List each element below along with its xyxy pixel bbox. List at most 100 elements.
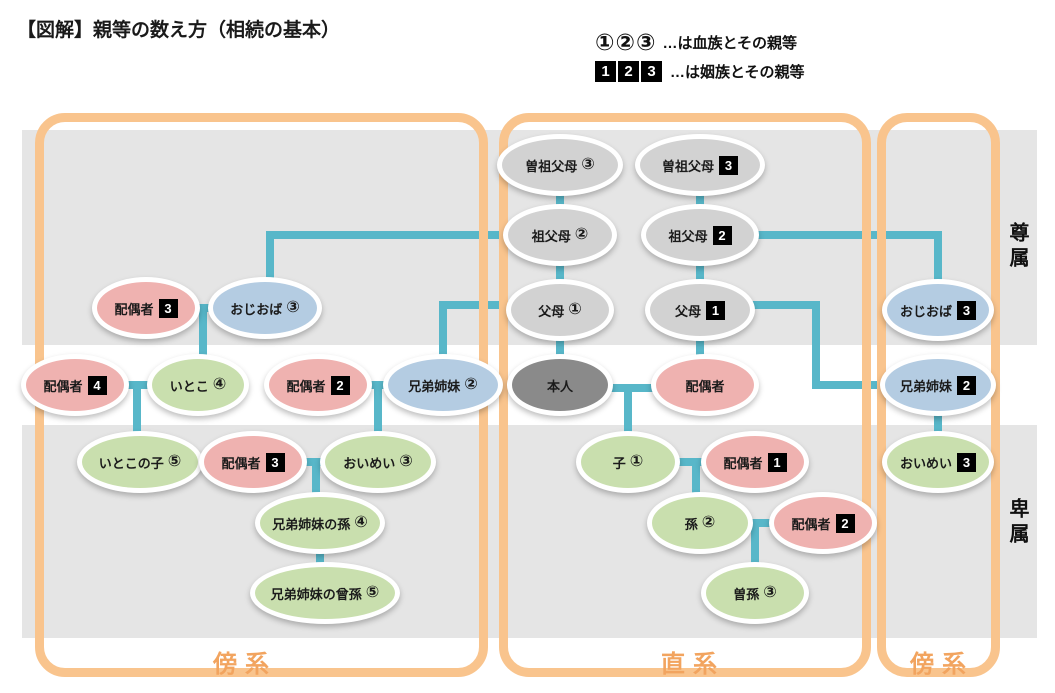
connector-line [266,231,506,239]
label-descendants: 卑属 [1006,498,1028,548]
connector-line [316,551,324,564]
node-label: いとこの子 [98,455,164,471]
node-label: 配偶者 [791,516,831,532]
legend: ① ② ③ …は血族とその親等 1 2 3 …は姻族とその親等 [595,28,805,86]
degree-circle-marker: ② [701,514,716,531]
collateral-right-box [877,113,1000,677]
degree-square-marker: 3 [158,298,178,318]
node-label: 子 [612,455,626,471]
node-label: 孫 [684,516,698,532]
node-label: おじおば [230,301,283,317]
degree-circle-marker: ① [629,453,644,470]
node-label: 配偶者 [43,378,83,394]
legend-affinity-row: 1 2 3 …は姻族とその親等 [595,57,805,86]
connector-line [312,458,320,495]
degree-circle-marker: ③ [581,156,595,173]
degree-square-marker: 3 [957,300,976,320]
label-collateral-left: 傍系 [213,651,277,678]
connector-line [199,304,207,359]
connector-line [752,231,942,239]
connector-line [812,301,820,389]
connector-line [678,458,705,466]
square-number-icon: 1 [595,61,616,82]
connector-line [750,519,773,527]
connector-line [696,339,704,356]
node-label: 配偶者 [723,455,763,471]
connector-line [439,301,447,357]
node-label: 兄弟姉妹 [408,378,461,394]
node-parents-inlaw: 父母 1 [645,279,755,341]
node-label: 祖父母 [531,228,571,244]
node-label: おじおば [899,303,952,319]
label-direct-line: 直系 [661,651,725,678]
degree-square-marker: 2 [835,513,855,533]
connector-line [556,264,564,281]
legend-affinity-text: …は姻族とその親等 [670,64,805,81]
node-label: 曽祖父母 [661,158,714,174]
node-label: 祖父母 [668,228,708,244]
node-label: 曽孫 [733,586,760,602]
legend-blood-row: ① ② ③ …は血族とその親等 [595,28,805,57]
connector-line [696,264,704,281]
node-spouse-center: 配偶者 [651,354,759,416]
degree-circle-marker: ⑤ [365,584,380,601]
node-label: 兄弟姉妹の曾孫 [270,586,362,602]
degree-square-marker: 1 [706,300,725,320]
node-label: 配偶者 [114,301,154,317]
degree-circle-marker: ④ [354,514,368,531]
node-label: 父母 [674,303,701,319]
connector-line [439,301,509,309]
degree-circle-marker: ③ [763,584,777,601]
square-number-icon: 3 [641,61,662,82]
degree-circle-marker: ③ [399,453,413,470]
connector-line [934,414,942,433]
circled-number-icon: ① [595,29,616,55]
degree-square-marker: 2 [712,225,732,245]
node-label: 配偶者 [286,378,326,394]
degree-circle-marker: ① [568,301,582,318]
node-label: 本人 [546,378,573,394]
connector-line [556,339,564,356]
circled-number-icon: ③ [635,29,657,55]
legend-blood-text: …は血族とその親等 [662,35,798,52]
node-ojioba-right: おじおば 3 [882,279,994,341]
connector-line [751,519,759,564]
degree-square-marker: 1 [767,452,787,472]
page-title: 【図解】親等の数え方（相続の基本） [17,20,341,41]
connector-line [624,384,632,433]
circled-number-icon: ② [615,29,636,55]
node-label: おいめい [899,455,952,471]
degree-circle-marker: ② [574,226,589,243]
connector-line [934,231,942,281]
connector-line [133,381,141,433]
degree-square-marker: 4 [87,375,107,395]
connector-line [374,381,382,433]
degree-square-marker: 2 [330,375,350,395]
node-label: 曽祖父母 [525,158,578,174]
node-label: 配偶者 [685,378,725,394]
label-collateral-right: 傍系 [910,651,974,678]
node-self: 本人 [507,354,613,416]
node-label: 父母 [538,303,565,319]
